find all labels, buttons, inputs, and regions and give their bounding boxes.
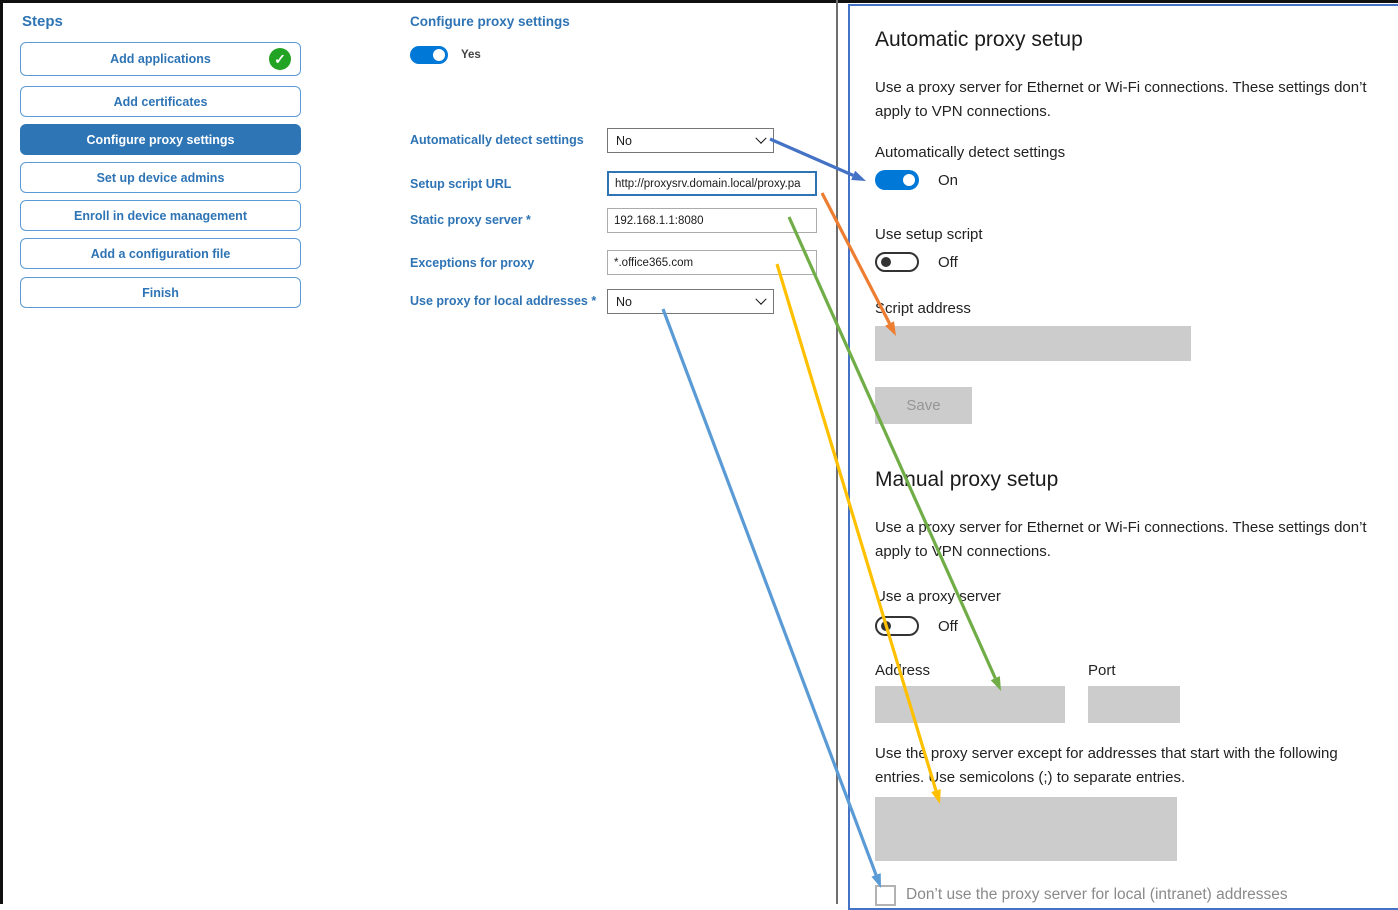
step-label: Configure proxy settings <box>86 132 235 147</box>
step-label: Add certificates <box>113 94 208 109</box>
label-automatically-detect-settings: Automatically detect settings <box>410 133 584 147</box>
use-setup-script-label: Use setup script <box>875 226 983 243</box>
screenshot-top-border <box>0 0 1398 3</box>
label-exceptions-for-proxy: Exceptions for proxy <box>410 256 535 270</box>
step-set-up-device-admins[interactable]: Set up device admins <box>20 162 301 193</box>
toggle-knob <box>881 621 891 631</box>
step-label: Set up device admins <box>96 170 225 185</box>
chevron-down-icon <box>755 132 767 144</box>
toggle-knob <box>881 257 891 267</box>
toggle-knob <box>903 174 915 186</box>
step-add-applications[interactable]: Add applications ✓ <box>20 42 301 76</box>
dropdown-value: No <box>616 294 632 309</box>
proxy-exceptions-textarea[interactable] <box>875 797 1177 861</box>
dropdown-value: No <box>616 133 632 148</box>
step-add-certificates[interactable]: Add certificates <box>20 86 301 117</box>
proxy-exceptions-description: Use the proxy server except for addresse… <box>875 745 1338 786</box>
steps-title: Steps <box>22 13 63 30</box>
configure-proxy-toggle[interactable] <box>410 46 448 64</box>
auto-detect-settings-toggle[interactable] <box>875 170 919 190</box>
toggle-state-label: On <box>938 171 959 189</box>
label-setup-script-url: Setup script URL <box>410 177 512 191</box>
chevron-down-icon <box>755 293 767 305</box>
windows-proxy-settings-panel: Automatic proxy setup Use a proxy server… <box>848 4 1398 910</box>
toggle-knob <box>433 49 445 61</box>
screenshot-left-border <box>0 0 3 904</box>
local-addresses-checkbox-label: Don’t use the proxy server for local (in… <box>906 886 1288 903</box>
automatic-proxy-setup-heading: Automatic proxy setup <box>875 28 1083 51</box>
page-title: Configure proxy settings <box>410 14 570 29</box>
use-a-proxy-server-label: Use a proxy server <box>875 588 1001 605</box>
exceptions-for-proxy-input[interactable] <box>607 250 817 275</box>
pane-divider <box>836 0 838 904</box>
address-label: Address <box>875 662 931 679</box>
step-label: Enroll in device management <box>74 208 247 223</box>
step-add-a-configuration-file[interactable]: Add a configuration file <box>20 238 301 269</box>
script-address-input[interactable] <box>875 326 1191 361</box>
auto-detect-settings-label: Automatically detect settings <box>875 144 1066 161</box>
automatic-proxy-description: Use a proxy server for Ethernet or Wi-Fi… <box>875 79 1367 120</box>
manual-proxy-description: Use a proxy server for Ethernet or Wi-Fi… <box>875 519 1367 560</box>
proxy-address-input[interactable] <box>875 686 1065 723</box>
step-configure-proxy-settings[interactable]: Configure proxy settings <box>20 124 301 155</box>
step-enroll-in-device-management[interactable]: Enroll in device management <box>20 200 301 231</box>
label-static-proxy-server: Static proxy server * <box>410 213 531 227</box>
configure-proxy-form: Configure proxy settings Yes Automatical… <box>410 0 836 904</box>
use-setup-script-toggle[interactable] <box>875 252 919 272</box>
proxy-port-input[interactable] <box>1088 686 1180 723</box>
use-proxy-for-local-addresses-dropdown[interactable]: No <box>607 289 774 314</box>
automatically-detect-settings-dropdown[interactable]: No <box>607 128 774 153</box>
setup-script-url-input[interactable] <box>607 171 817 196</box>
toggle-state-label: Yes <box>461 49 481 61</box>
label-use-proxy-for-local-addresses: Use proxy for local addresses * <box>410 294 597 308</box>
toggle-state-label: Off <box>938 617 958 635</box>
manual-proxy-setup-heading: Manual proxy setup <box>875 468 1059 491</box>
static-proxy-server-input[interactable] <box>607 208 817 233</box>
port-label: Port <box>1088 662 1116 679</box>
step-label: Add a configuration file <box>90 246 231 261</box>
steps-sidebar: Steps Add applications ✓ Add certificate… <box>0 0 320 904</box>
script-address-label: Script address <box>875 300 971 317</box>
step-label: Finish <box>142 285 179 300</box>
step-finish[interactable]: Finish <box>20 277 301 308</box>
toggle-state-label: Off <box>938 253 958 271</box>
local-addresses-checkbox[interactable] <box>875 885 896 906</box>
step-label: Add applications <box>110 52 211 66</box>
completed-check-icon: ✓ <box>269 48 291 70</box>
save-button[interactable]: Save <box>875 387 972 424</box>
use-a-proxy-server-toggle[interactable] <box>875 616 919 636</box>
